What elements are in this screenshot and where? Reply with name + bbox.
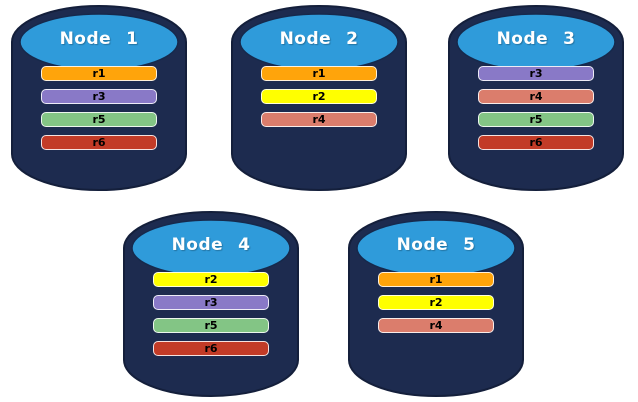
replica-label: r2: [204, 273, 218, 286]
replica-label: r3: [529, 67, 543, 80]
replica-bar-r4: r4: [478, 89, 594, 104]
replica-label: r6: [529, 136, 543, 149]
node-2: Node 2 r1 r2 r4: [230, 3, 408, 193]
replica-bar-r5: r5: [41, 112, 157, 127]
replica-label: r6: [204, 342, 218, 355]
replica-bar-r5: r5: [478, 112, 594, 127]
replica-list: r1 r2 r4: [261, 66, 377, 127]
replica-list: r1 r2 r4: [378, 272, 494, 333]
replica-bar-r1: r1: [378, 272, 494, 287]
replica-bar-r2: r2: [261, 89, 377, 104]
node-1: Node 1 r1 r3 r5 r6: [10, 3, 188, 193]
replica-label: r5: [204, 319, 218, 332]
replica-label: r2: [429, 296, 443, 309]
replica-bar-r3: r3: [478, 66, 594, 81]
replica-label: r1: [429, 273, 443, 286]
node-title: Node 3: [496, 29, 576, 49]
replica-label: r4: [312, 113, 326, 126]
replica-label: r1: [312, 67, 326, 80]
replica-bar-r1: r1: [41, 66, 157, 81]
replica-label: r2: [312, 90, 326, 103]
replica-bar-r6: r6: [478, 135, 594, 150]
replica-bar-r4: r4: [378, 318, 494, 333]
node-title: Node 4: [171, 235, 251, 255]
replica-bar-r3: r3: [153, 295, 269, 310]
replica-label: r4: [529, 90, 543, 103]
replica-label: r5: [529, 113, 543, 126]
replica-label: r6: [92, 136, 106, 149]
node-title: Node 1: [59, 29, 139, 49]
replica-bar-r6: r6: [153, 341, 269, 356]
replica-bar-r4: r4: [261, 112, 377, 127]
replica-list: r3 r4 r5 r6: [478, 66, 594, 150]
replica-label: r3: [204, 296, 218, 309]
replica-bar-r2: r2: [378, 295, 494, 310]
replica-label: r3: [92, 90, 106, 103]
replica-bar-r5: r5: [153, 318, 269, 333]
replica-label: r4: [429, 319, 443, 332]
replica-bar-r3: r3: [41, 89, 157, 104]
replica-list: r1 r3 r5 r6: [41, 66, 157, 150]
replica-bar-r1: r1: [261, 66, 377, 81]
replica-bar-r6: r6: [41, 135, 157, 150]
replica-label: r5: [92, 113, 106, 126]
node-title: Node 2: [279, 29, 359, 49]
node-5: Node 5 r1 r2 r4: [347, 209, 525, 399]
replica-list: r2 r3 r5 r6: [153, 272, 269, 356]
replica-label: r1: [92, 67, 106, 80]
node-3: Node 3 r3 r4 r5 r6: [447, 3, 625, 193]
replica-bar-r2: r2: [153, 272, 269, 287]
node-4: Node 4 r2 r3 r5 r6: [122, 209, 300, 399]
node-title: Node 5: [396, 235, 476, 255]
